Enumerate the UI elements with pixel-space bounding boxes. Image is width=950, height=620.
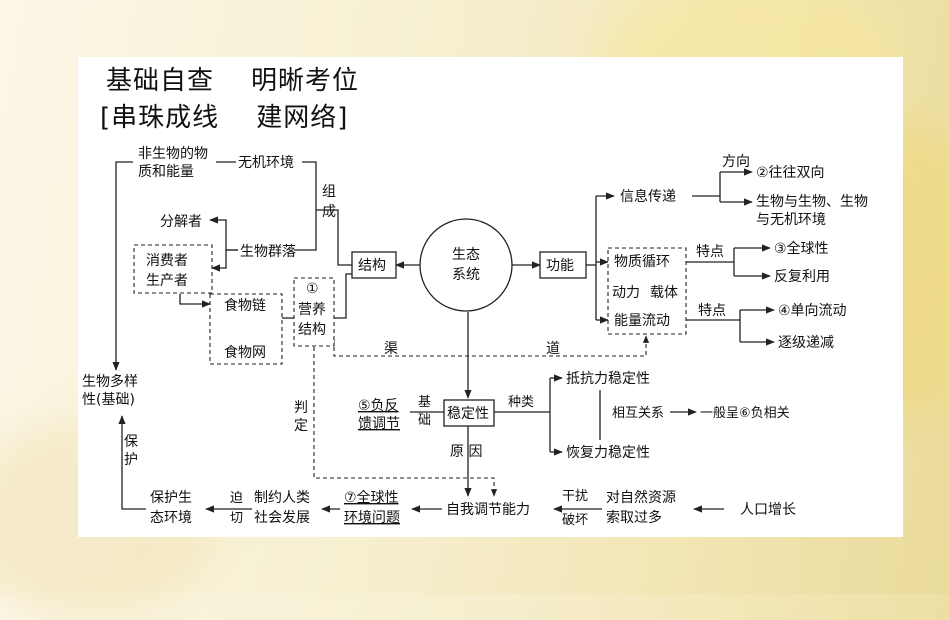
decreasing-label: 逐级递减 (778, 335, 834, 351)
determine-label-1: 判 (294, 400, 308, 416)
blank5-label-2: 馈调节 (358, 416, 400, 432)
consumer-producer-box (133, 244, 213, 294)
trophic-label-3: 结构 (298, 322, 326, 338)
inorganic-env-label: 无机环境 (238, 155, 294, 171)
decomposer-label: 分解者 (160, 214, 202, 230)
over-exploit-label-1: 对自然资源 (606, 489, 676, 506)
structure-box (351, 251, 397, 279)
urgent-label-1: 迫 (230, 491, 243, 506)
over-exploit-label-2: 索取过多 (606, 509, 662, 526)
population-label: 人口增长 (740, 502, 796, 518)
function-box (539, 251, 587, 279)
biodiversity-label-2: 性(基础) (82, 391, 135, 408)
basis-label-1: 基 (418, 395, 431, 410)
destroy-label: 破坏 (562, 513, 588, 528)
kinds-label: 种类 (508, 395, 534, 410)
interfere-label: 干扰 (562, 489, 588, 504)
stability-label: 稳定性 (447, 406, 489, 422)
determine-label-2: 定 (294, 418, 308, 434)
ecosystem-label-2: 系统 (452, 267, 480, 283)
channel-label-b: 道 (546, 341, 560, 357)
blank7-label-1: ⑦全球性 (344, 489, 399, 506)
section-subtitle: [串珠成线 建网络] (100, 103, 349, 133)
bio-rel-label-1: 生物与生物、生物 (756, 194, 868, 210)
abiotic-label-1: 非生物的物 (138, 146, 208, 162)
structure-label: 结构 (358, 258, 386, 274)
urgent-label-2: 切 (230, 511, 243, 526)
protect-env-label-1: 保护生 (150, 490, 192, 506)
blank6-label: 一般呈⑥负相关 (700, 405, 790, 421)
restrict-label-1: 制约人类 (254, 490, 310, 506)
self-regulation-label: 自我调节能力 (446, 502, 530, 518)
material-energy-box (607, 247, 687, 335)
food-chain-box (209, 293, 283, 365)
consumer-label: 消费者 (146, 253, 188, 269)
resistance-label: 抵抗力稳定性 (566, 371, 650, 387)
section-title: 基础自查 明晰考位 (106, 66, 360, 96)
mutual-label: 相互关系 (612, 406, 664, 421)
bio-rel-label-2: 与无机环境 (756, 212, 826, 228)
info-transfer-label: 信息传递 (620, 188, 676, 205)
trophic-label-1: ① (306, 281, 319, 297)
producer-label: 生产者 (146, 273, 188, 289)
material-cycle-label: 物质循环 (614, 254, 670, 270)
blank3-label: ③全球性 (774, 240, 829, 257)
protect-env-label-2: 态环境 (150, 510, 192, 526)
ecosystem-circle (419, 218, 513, 312)
compose-label-1: 组 (322, 184, 336, 200)
function-label: 功能 (546, 258, 574, 274)
carrier-label: 载体 (650, 285, 678, 301)
blank4-label: ④单向流动 (778, 303, 847, 319)
blank2-label: ②往往双向 (756, 165, 825, 181)
ecosystem-label-1: 生态 (452, 247, 480, 263)
food-web-label: 食物网 (224, 344, 266, 361)
stability-box (443, 399, 495, 427)
concept-map: 非生物的物 质和能量 无机环境 分解者 生物群落 消费者 生产者 组 成 食物链… (82, 146, 868, 528)
energy-flow-label: 能量流动 (614, 313, 670, 329)
restrict-label-2: 社会发展 (254, 510, 310, 526)
feature-b-label: 特点 (698, 303, 726, 319)
blank7-label-2: 环境问题 (344, 510, 400, 526)
food-chain-label: 食物链 (224, 297, 266, 314)
protect-label-1: 保 (124, 434, 138, 450)
compose-label-2: 成 (322, 204, 336, 220)
driving-force-label: 动力 (612, 285, 640, 301)
reason-label: 原 因 (450, 444, 482, 460)
direction-label: 方向 (722, 154, 750, 170)
biodiversity-label-1: 生物多样 (82, 373, 138, 390)
trophic-label-2: 营养 (298, 302, 326, 318)
connector-lines (112, 161, 775, 513)
resilience-label: 恢复力稳定性 (566, 444, 650, 461)
trophic-structure-box (293, 277, 335, 347)
reuse-label: 反复利用 (774, 268, 830, 285)
basis-label-2: 础 (418, 413, 431, 428)
blank5-label-1: ⑤负反 (358, 398, 399, 414)
abiotic-label-2: 质和能量 (138, 164, 194, 180)
protect-label-2: 护 (124, 452, 138, 468)
channel-label-a: 渠 (384, 341, 398, 357)
feature-a-label: 特点 (696, 244, 724, 260)
biotic-community-label: 生物群落 (240, 244, 296, 260)
